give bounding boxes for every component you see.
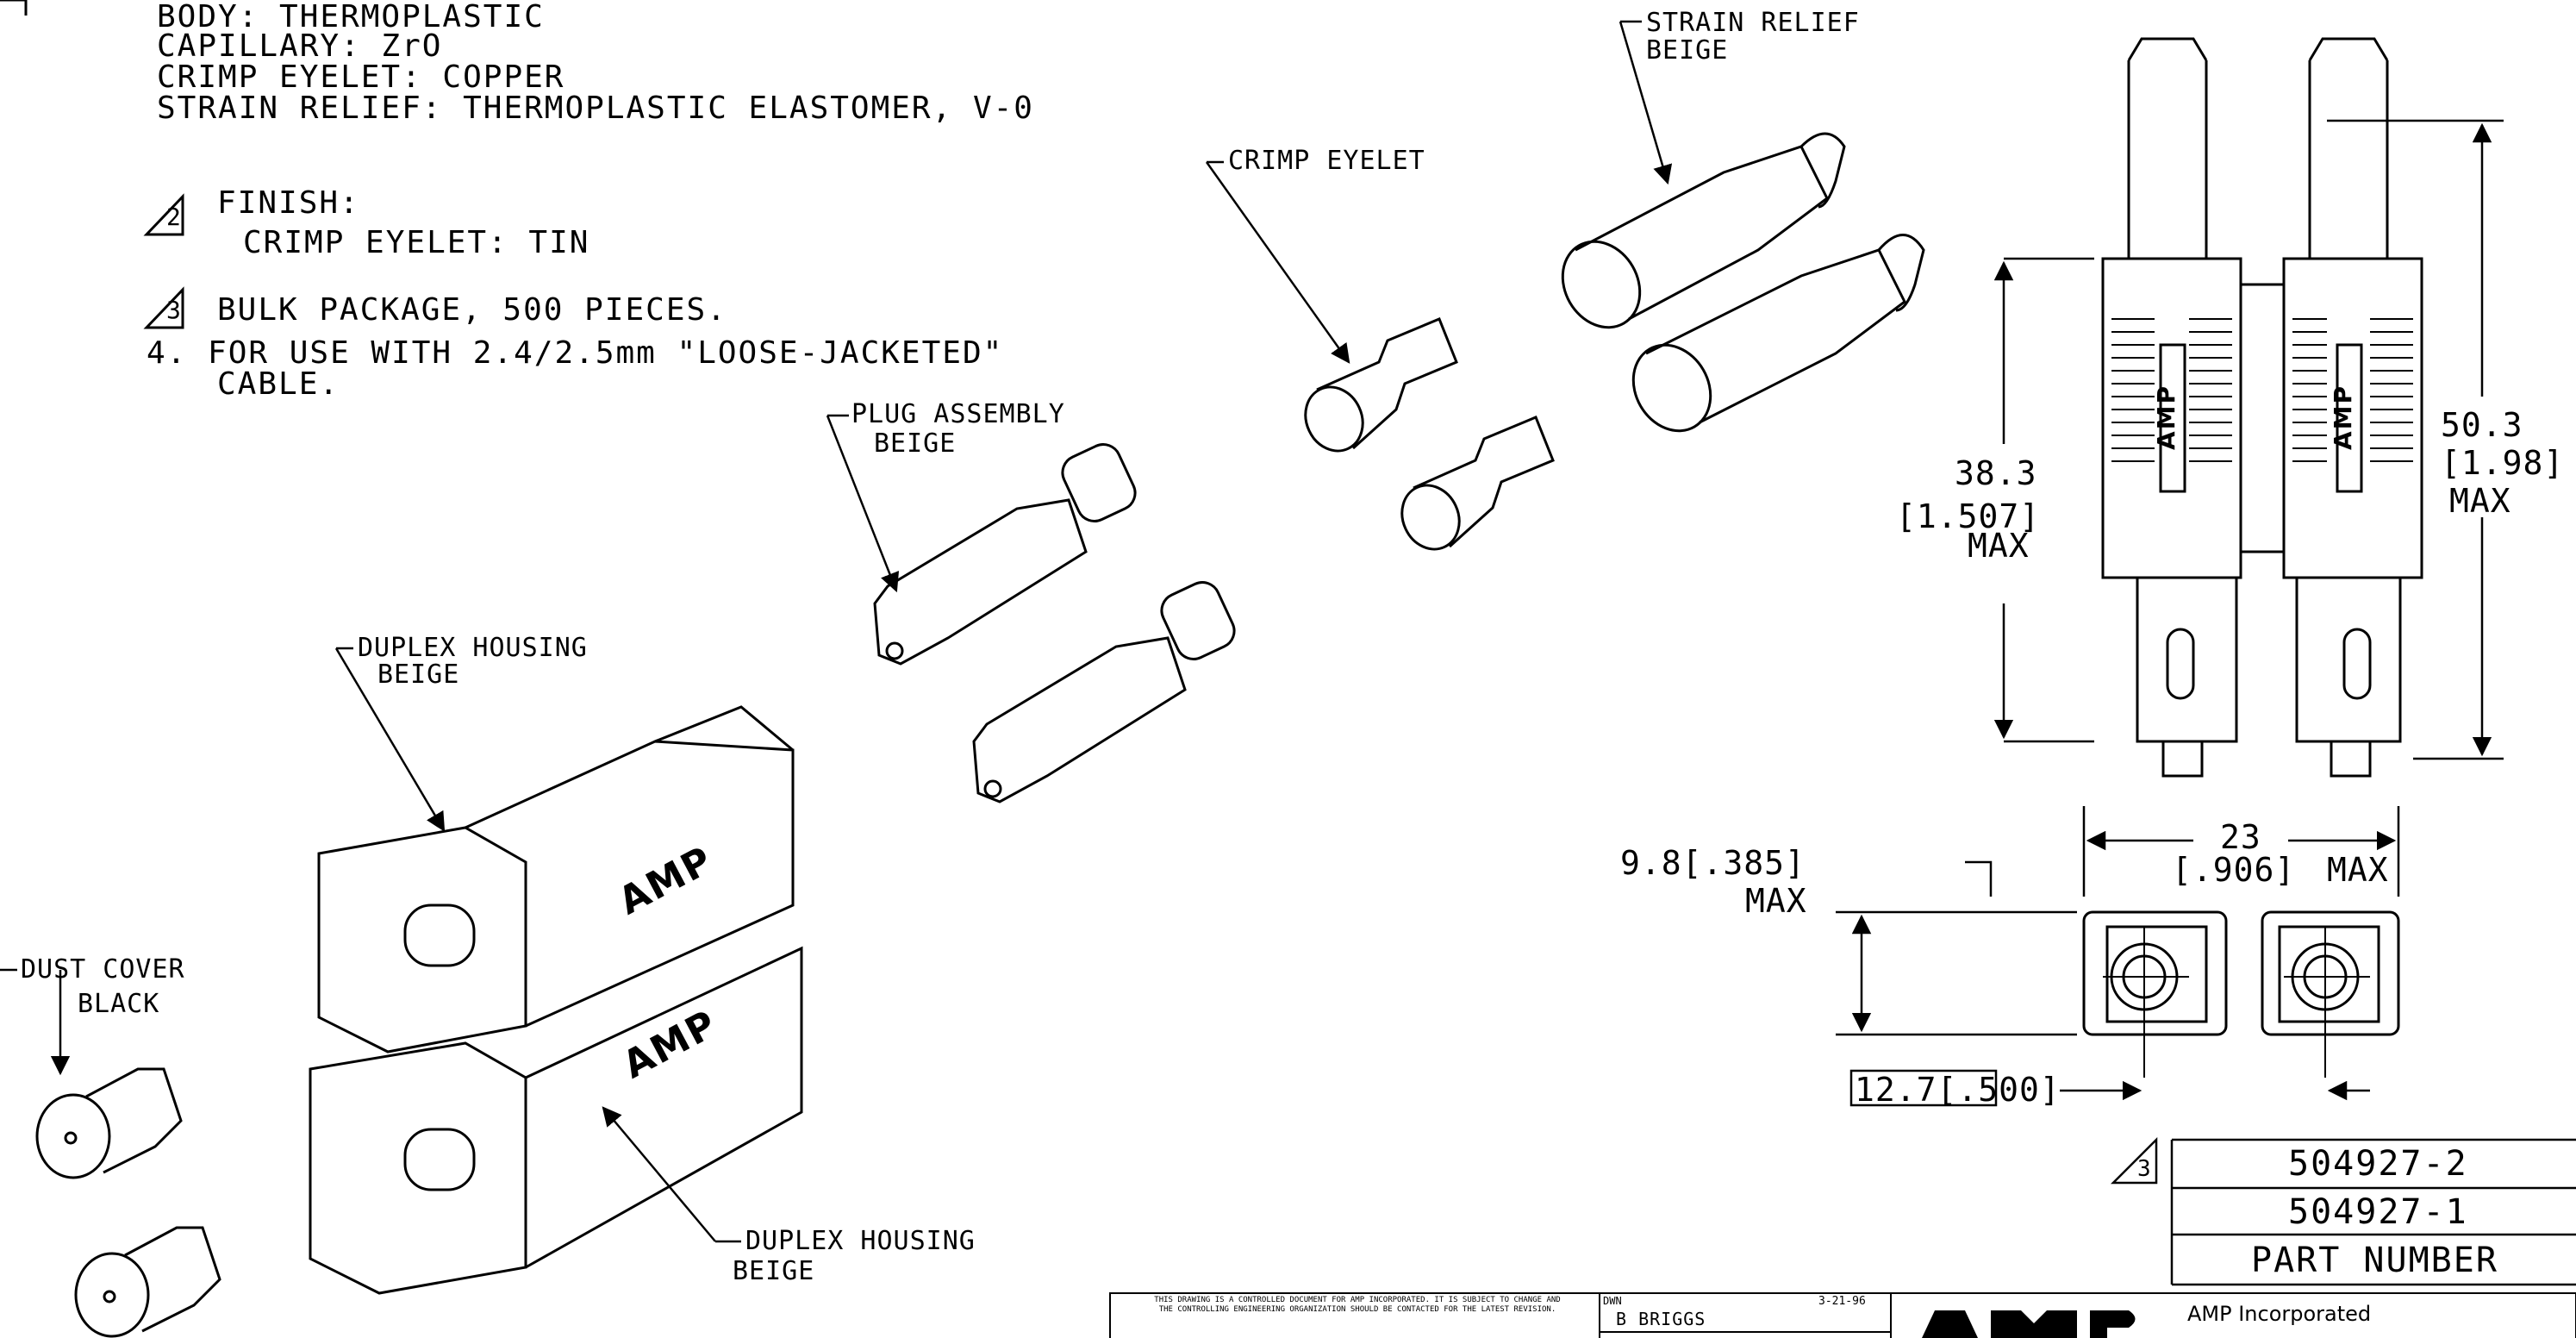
note4-line-1: 4. FOR USE WITH 2.4/2.5mm "LOOSE-JACKETE…	[147, 335, 1004, 371]
note1-material-line-3: CRIMP EYELET: COPPER	[157, 59, 565, 95]
note-flag-1	[0, 0, 28, 16]
callout-strain-relief-color: BEIGE	[1646, 35, 1729, 66]
dim-depth: 9.8[.385]	[1620, 844, 1806, 882]
dim-height-body-mm: 38.3	[1955, 454, 2037, 492]
callout-leaders	[0, 20, 1673, 1243]
note2-flag-number: 2	[166, 203, 183, 231]
callout-duplex-housing-top-color: BEIGE	[377, 660, 460, 690]
note3-flag-number: 3	[166, 296, 183, 324]
note1-material-line-2: CAPILLARY: ZrO	[157, 28, 443, 64]
front-logo-right: AMP	[2329, 384, 2358, 451]
title-block-disclaimer: THIS DRAWING IS A CONTROLLED DOCUMENT FO…	[1154, 1296, 1561, 1314]
dim-pitch: 12.7[.500]	[1855, 1071, 2061, 1109]
note1-material-line-1: BODY: THERMOPLASTIC	[157, 0, 545, 34]
part-number-row-1: 504927-2	[2288, 1144, 2468, 1184]
callout-strain-relief: STRAIN RELIEF	[1646, 8, 1860, 38]
callout-duplex-housing-top: DUPLEX HOUSING	[358, 633, 588, 663]
amp-title-logo	[1922, 1310, 2136, 1338]
dim-width-max: MAX	[2327, 851, 2389, 889]
duplex-housing-part	[309, 705, 803, 1295]
note-flag-2-triangle	[143, 193, 184, 236]
part-number-row-2: 504927-1	[2288, 1192, 2468, 1232]
callout-plug-assembly: PLUG ASSEMBLY	[851, 399, 1065, 429]
dust-cover-part	[35, 1067, 221, 1338]
part-number-header: PART NUMBER	[2251, 1241, 2498, 1280]
dim-width-mm: 23	[2220, 818, 2261, 856]
dim-height-total-mm: 50.3	[2441, 406, 2523, 444]
part-number-table-lines	[2110, 1136, 2576, 1286]
strain-relief-part	[1561, 132, 1925, 433]
title-block-dwn-label: DWN	[1603, 1295, 1622, 1307]
note4-line-2: CABLE.	[217, 366, 340, 402]
note-flag-3-triangle	[143, 286, 184, 329]
connector-front-view	[2101, 37, 2423, 778]
callout-dust-cover: DUST COVER	[21, 954, 185, 985]
note1-material-line-4: STRAIN RELIEF: THERMOPLASTIC ELASTOMER, …	[157, 91, 1034, 126]
note3-text: BULK PACKAGE, 500 PIECES.	[217, 292, 727, 328]
title-block-lines	[1109, 1292, 2576, 1338]
dim-width-in: [.906]	[2172, 851, 2296, 889]
dim-height-total-in: [1.98]	[2441, 444, 2565, 482]
title-block-company: AMP Incorporated	[2187, 1302, 2372, 1326]
callout-dust-cover-color: BLACK	[78, 989, 160, 1019]
title-block-drawn-by: B BRIGGS	[1616, 1309, 1706, 1329]
part-table-flag-number: 3	[2137, 1156, 2153, 1182]
callout-crimp-eyelet: CRIMP EYELET	[1228, 146, 1425, 176]
callout-duplex-housing-bottom-color: BEIGE	[733, 1256, 815, 1286]
dim-depth-max: MAX	[1745, 882, 1807, 920]
callout-plug-assembly-color: BEIGE	[874, 428, 957, 459]
dimension-lines	[1836, 119, 2504, 1107]
plug-assembly-part	[873, 443, 1236, 803]
crimp-eyelet-part	[1304, 317, 1555, 551]
front-logo-left: AMP	[2152, 384, 2181, 451]
dim-height-body-in: [1.507]	[1896, 497, 2041, 535]
title-block-date: 3-21-96	[1818, 1295, 1866, 1308]
note2-text: CRIMP EYELET: TIN	[243, 225, 590, 260]
callout-duplex-housing-bottom: DUPLEX HOUSING	[745, 1226, 976, 1256]
note2-title: FINISH:	[217, 185, 360, 221]
dim-height-body-max: MAX	[1968, 527, 2030, 565]
connector-end-view	[2082, 910, 2400, 1078]
dim-height-total-max: MAX	[2449, 482, 2511, 520]
